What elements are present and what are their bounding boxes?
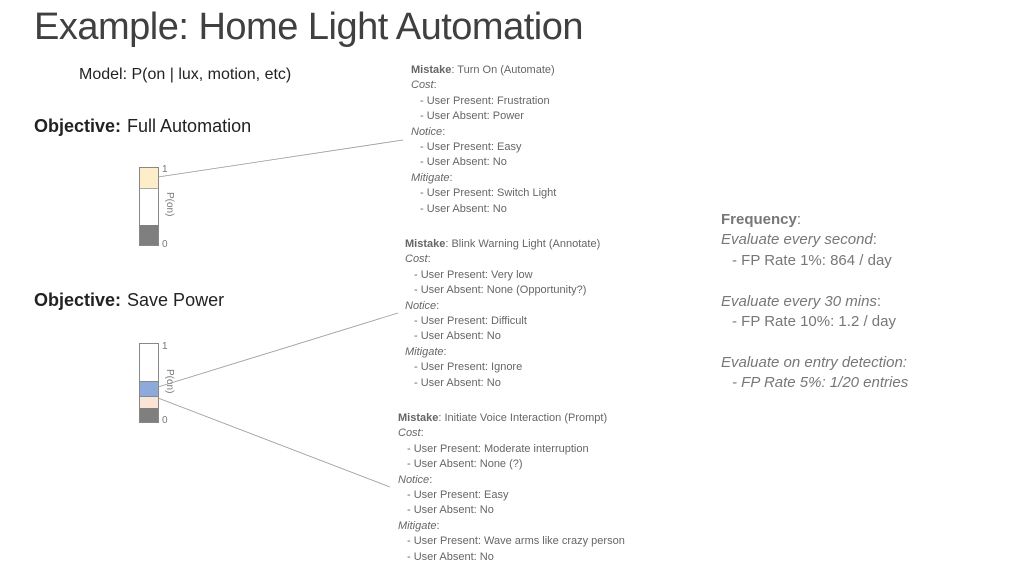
mitigate-absent: - User Absent: No [420,202,507,215]
bar-segment-turn-on [140,168,158,189]
cost-absent: - User Absent: None (?) [407,458,523,471]
frequency-heading: Frequency [721,211,797,228]
objective-label: Objective: [34,116,122,136]
mistake-title: : Initiate Voice Interaction (Prompt) [438,412,608,424]
notice-label: Notice [405,299,437,312]
notice-absent: - User Absent: No [414,330,501,343]
notice-label: Notice [398,473,430,486]
probability-bar-save-power [139,343,159,423]
bar-segment-voice [140,397,158,408]
tick-high: 1 [162,164,168,175]
mistake-heading: Mistake [405,238,446,250]
bar-segment-empty [140,189,158,225]
mitigate-present: - User Present: Switch Light [420,187,557,200]
notice-label: Notice [411,125,443,138]
notice-present: - User Present: Easy [407,489,509,502]
mitigate-present: - User Present: Wave arms like crazy per… [407,535,625,548]
mitigate-label: Mitigate [398,519,437,532]
slide-title: Example: Home Light Automation [34,6,583,48]
objective-full-automation: Objective:Full Automation [34,116,251,137]
mitigate-absent: - User Absent: No [407,550,494,563]
fp-rate: - FP Rate 1%: 864 / day [732,251,892,269]
notice-present: - User Present: Difficult [414,315,527,328]
notice-absent: - User Absent: No [420,156,507,169]
mistake-title: : Turn On (Automate) [451,64,555,76]
mistake-block-turn-on: Mistake: Turn On (Automate) Cost: - User… [411,63,556,217]
objective-value: Save Power [127,290,225,310]
mistake-title: : Blink Warning Light (Annotate) [445,238,601,250]
tick-low: 0 [162,239,168,250]
cost-present: - User Present: Moderate interruption [407,442,589,455]
objective-label: Objective: [34,290,122,310]
tick-low: 0 [162,415,168,426]
notice-present: - User Present: Easy [420,141,522,154]
cost-absent: - User Absent: Power [420,110,524,123]
evaluation-mode: Evaluate on entry detection: [721,353,907,371]
tick-high: 1 [162,341,168,352]
mistake-block-voice: Mistake: Initiate Voice Interaction (Pro… [398,411,625,565]
mitigate-label: Mitigate [405,345,444,358]
connector-line [157,312,399,388]
evaluation-mode: Evaluate every second [721,231,873,249]
cost-absent: - User Absent: None (Opportunity?) [414,284,587,297]
connector-line [157,139,404,178]
bar-segment-off [140,225,158,245]
frequency-block: Frequency: Evaluate every second: - FP R… [721,211,909,392]
bar-segment-off [140,408,158,422]
cost-label: Cost [398,427,421,440]
cost-present: - User Present: Very low [414,268,533,281]
connector-line [157,397,391,488]
model-label: Model: P(on | lux, motion, etc) [79,66,292,83]
objective-value: Full Automation [127,116,252,136]
mitigate-label: Mitigate [411,171,450,184]
evaluation-mode: Evaluate every 30 mins [721,292,877,310]
mistake-heading: Mistake [398,412,439,424]
fp-rate: - FP Rate 5%: 1/20 entries [732,374,909,392]
cost-label: Cost [411,79,434,92]
bar-segment-empty [140,344,158,382]
cost-label: Cost [405,253,428,266]
mistake-heading: Mistake [411,64,452,76]
notice-absent: - User Absent: No [407,504,494,517]
probability-bar-full-automation [139,167,159,246]
mitigate-absent: - User Absent: No [414,376,501,389]
cost-present: - User Present: Frustration [420,94,550,107]
bar-segment-blink [140,382,158,397]
fp-rate: - FP Rate 10%: 1.2 / day [732,313,896,331]
mistake-block-blink: Mistake: Blink Warning Light (Annotate) … [405,237,600,391]
mitigate-present: - User Present: Ignore [414,361,523,374]
objective-save-power: Objective:Save Power [34,290,224,311]
